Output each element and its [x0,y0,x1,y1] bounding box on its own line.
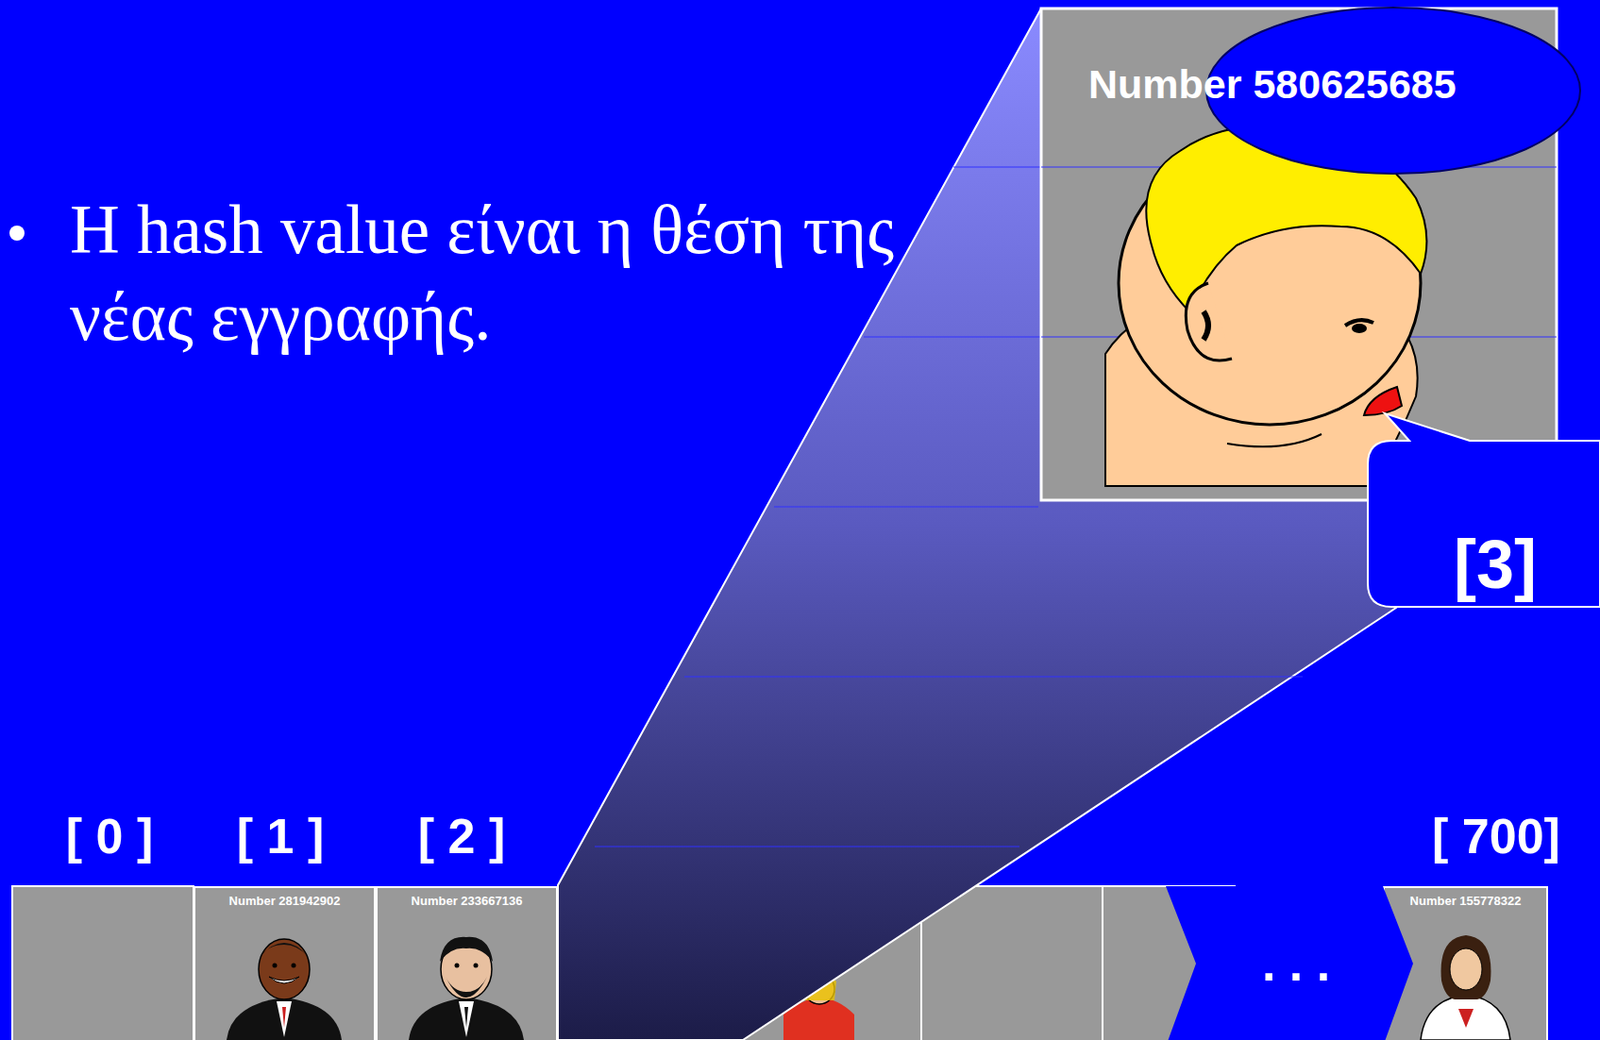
key-number: Number 281942902 [229,893,341,909]
baby-figure [1105,125,1427,487]
array-cell: Number 233667136 [375,886,558,1040]
callout-outline [1367,413,1600,607]
portrait [226,939,342,1040]
index-label: [ 700] [1431,809,1561,864]
index-callout: [3] [1367,405,1600,607]
node-shape [193,886,376,1040]
index-label: [ 0 ] [66,809,153,864]
index-label: [ 2 ] [418,809,506,864]
bullet-dot [9,225,25,241]
ellipsis-banner: . . . [1156,886,1414,1040]
node-shape [375,886,558,1040]
key-ellipse: Number 580625685 [1080,4,1582,177]
callout-number: [3] [1453,525,1537,604]
index-label: [ 1 ] [236,809,324,864]
portrait [1420,935,1511,1040]
key-number: Number 155778322 [1410,893,1522,909]
key-number: Number 233667136 [411,893,523,909]
array-cell: Number 281942902 [193,886,376,1040]
bullet-text: Η hash value είναι η θέση της νέας εγγρα… [69,186,920,361]
banner-shape [1165,886,1414,1040]
portrait [408,937,524,1040]
key-number: Number 580625685 [1088,61,1457,108]
ellipsis-text: . . . [1262,935,1331,993]
